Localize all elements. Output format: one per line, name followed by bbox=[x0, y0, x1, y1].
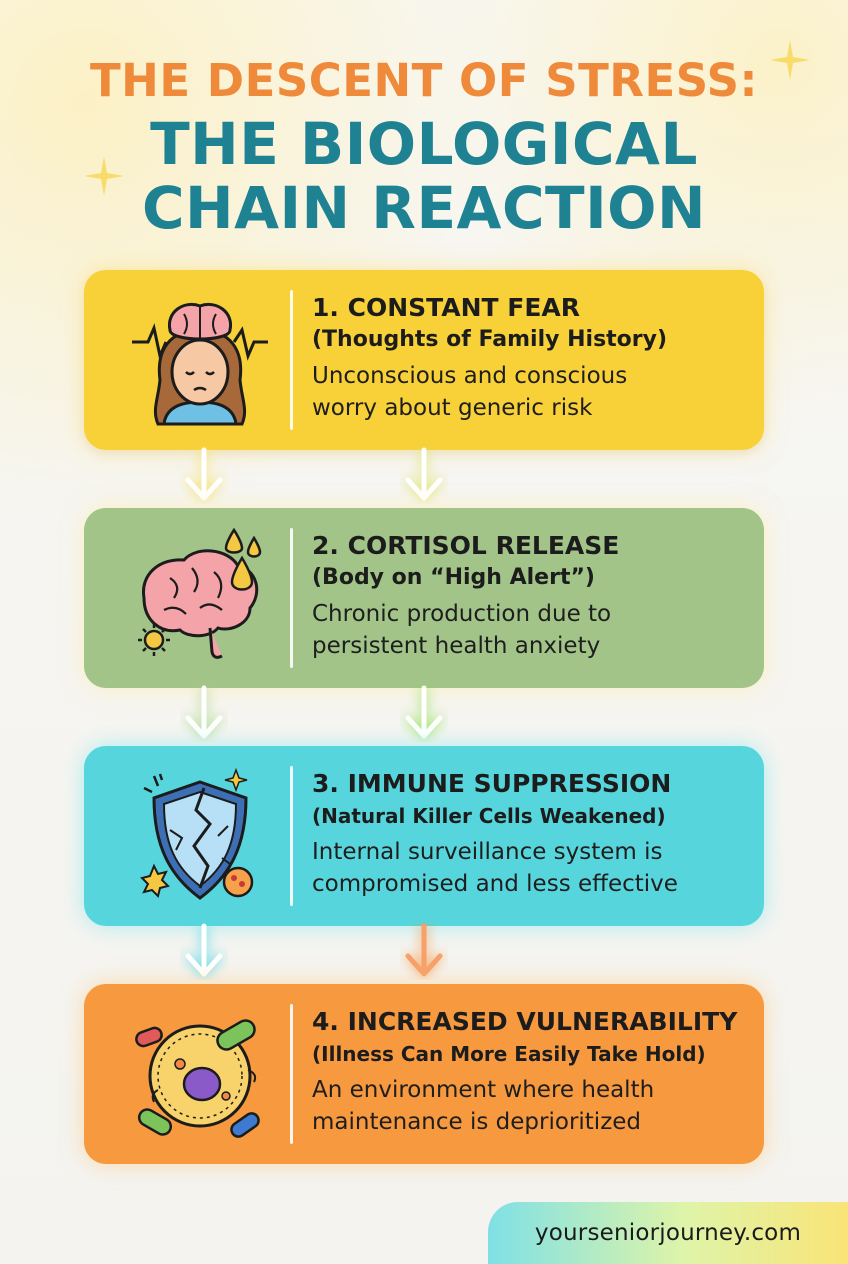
step-card-4: 4. INCREASED VULNERABILITY (Illness Can … bbox=[84, 984, 764, 1164]
step-description-line-1: Unconscious and conscious bbox=[312, 363, 628, 389]
brain-hormone-drops-icon bbox=[130, 527, 270, 668]
step-subheading: (Thoughts of Family History) bbox=[312, 327, 668, 352]
sparkle-icon bbox=[770, 40, 810, 80]
step-text-2: 2. CORTISOL RELEASE (Body on “High Alert… bbox=[312, 530, 748, 662]
arrow-down-icon bbox=[405, 447, 443, 501]
step-description-line-2: maintenance is deprioritized bbox=[312, 1109, 642, 1135]
step-card-3: 3. IMMUNE SUPPRESSION (Natural Killer Ce… bbox=[84, 746, 764, 926]
step-card-1: 1. CONSTANT FEAR (Thoughts of Family His… bbox=[84, 270, 764, 450]
step-card-2: 2. CORTISOL RELEASE (Body on “High Alert… bbox=[84, 508, 764, 688]
card-divider bbox=[290, 1004, 293, 1144]
step-heading: 2. CORTISOL RELEASE bbox=[312, 531, 620, 560]
step-description-line-2: persistent health anxiety bbox=[312, 633, 601, 659]
step-heading: 3. IMMUNE SUPPRESSION bbox=[312, 769, 672, 798]
page-title-line-3: CHAIN REACTION bbox=[141, 174, 707, 242]
worried-woman-brain-icon bbox=[130, 290, 270, 430]
step-description-line-1: An environment where health bbox=[312, 1077, 655, 1103]
arrow-down-icon bbox=[185, 923, 223, 977]
arrow-down-icon bbox=[185, 447, 223, 501]
step-subheading: (Body on “High Alert”) bbox=[312, 565, 595, 590]
sparkle-icon bbox=[84, 156, 124, 196]
step-text-4: 4. INCREASED VULNERABILITY (Illness Can … bbox=[312, 1006, 748, 1138]
page-title-line-2: THE BIOLOGICAL bbox=[150, 110, 698, 178]
cell-bacteria-icon bbox=[130, 1004, 270, 1144]
step-description-line-2: compromised and less effective bbox=[312, 871, 678, 897]
card-divider bbox=[290, 766, 293, 906]
step-heading: 1. CONSTANT FEAR bbox=[312, 293, 581, 322]
step-text-3: 3. IMMUNE SUPPRESSION (Natural Killer Ce… bbox=[312, 768, 748, 900]
website-link[interactable]: yourseniorjourney.com bbox=[534, 1220, 802, 1246]
arrow-down-icon bbox=[405, 923, 443, 977]
website-footer[interactable]: yourseniorjourney.com bbox=[488, 1202, 848, 1264]
page-title-line-1: THE DESCENT OF STRESS: bbox=[89, 54, 758, 107]
card-divider bbox=[290, 528, 293, 668]
step-subheading: (Illness Can More Easily Take Hold) bbox=[312, 1042, 706, 1066]
step-description-line-1: Chronic production due to bbox=[312, 601, 612, 627]
arrow-down-icon bbox=[185, 685, 223, 739]
cracked-shield-icon bbox=[130, 766, 270, 906]
step-subheading: (Natural Killer Cells Weakened) bbox=[312, 804, 666, 828]
card-divider bbox=[290, 290, 293, 430]
step-text-1: 1. CONSTANT FEAR (Thoughts of Family His… bbox=[312, 292, 748, 424]
arrow-down-icon bbox=[405, 685, 443, 739]
step-description-line-1: Internal surveillance system is bbox=[312, 839, 663, 865]
step-heading: 4. INCREASED VULNERABILITY bbox=[312, 1007, 738, 1036]
step-description-line-2: worry about generic risk bbox=[312, 395, 593, 421]
